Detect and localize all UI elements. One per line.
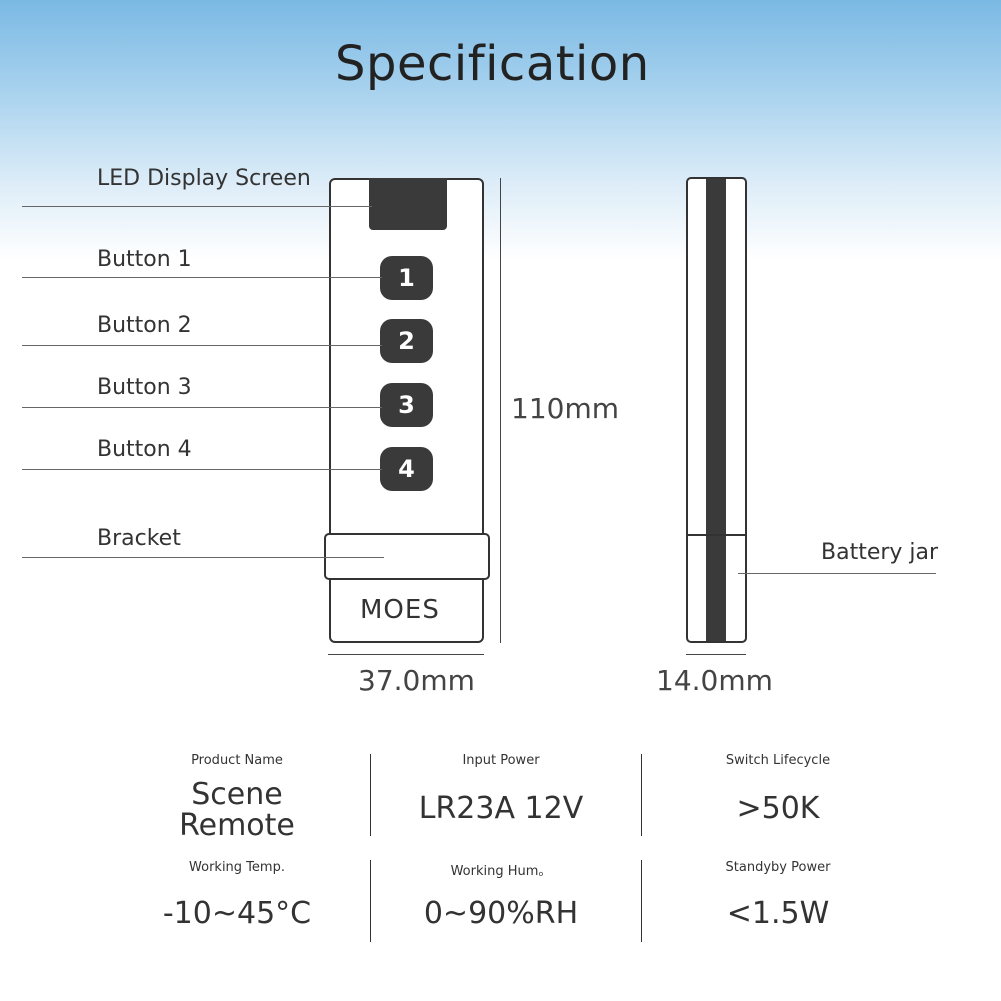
- callout-line-button-2: [22, 345, 382, 346]
- remote-button-2: 2: [380, 319, 433, 363]
- spec-value-product-name-line1: Scene: [191, 777, 283, 812]
- callout-line-battery-jar: [738, 573, 936, 574]
- spec-label-working-hum: Working Hum。: [450, 864, 552, 879]
- depth-dimension: 14.0mm: [656, 664, 773, 697]
- spec-label-working-temp: Working Temp.: [189, 860, 285, 875]
- spec-separator: [370, 860, 371, 942]
- label-button-1: Button 1: [97, 247, 192, 272]
- moes-logo: MOES: [360, 595, 440, 625]
- label-led-display-screen: LED Display Screen: [97, 166, 311, 191]
- callout-line-button-1: [22, 277, 382, 278]
- spec-separator: [641, 754, 642, 836]
- spec-label-standby-power: Standyby Power: [725, 860, 831, 875]
- label-button-2: Button 2: [97, 313, 192, 338]
- width-dimension: 37.0mm: [358, 664, 475, 697]
- depth-dimension-line: [686, 654, 746, 655]
- height-dimension-line: [500, 178, 501, 643]
- label-button-3: Button 3: [97, 375, 192, 400]
- label-battery-jar: Battery jar: [821, 540, 939, 565]
- callout-line-bracket: [22, 557, 384, 558]
- remote-button-4: 4: [380, 447, 433, 491]
- spec-label-product-name: Product Name: [191, 753, 283, 768]
- callout-line-button-4: [22, 469, 382, 470]
- height-dimension: 110mm: [511, 392, 619, 425]
- spec-value-product-name-line2: Remote: [179, 808, 295, 843]
- spec-separator: [641, 860, 642, 942]
- svg-text:MOES: MOES: [360, 595, 440, 625]
- label-bracket: Bracket: [97, 526, 181, 551]
- remote-side-view: [686, 177, 747, 643]
- spec-label-input-power: Input Power: [462, 753, 540, 768]
- spec-value-working-hum: 0~90%RH: [423, 896, 579, 931]
- remote-button-3: 3: [380, 383, 433, 427]
- spec-value-input-power: LR23A 12V: [418, 791, 584, 826]
- spec-label-switch-lifecycle: Switch Lifecycle: [725, 753, 831, 768]
- spec-value-working-temp: -10~45°C: [162, 896, 312, 931]
- label-button-4: Button 4: [97, 437, 192, 462]
- spec-separator: [370, 754, 371, 836]
- side-dark-strip: [706, 179, 726, 641]
- callout-line-button-3: [22, 407, 382, 408]
- callout-line-led: [22, 206, 372, 207]
- battery-jar-divider: [688, 534, 745, 536]
- page-title: Specification: [335, 36, 650, 92]
- spec-value-switch-lifecycle: >50K: [736, 791, 820, 826]
- remote-button-1: 1: [380, 256, 433, 300]
- spec-value-standby-power: <1.5W: [726, 896, 830, 931]
- bracket: [324, 533, 490, 580]
- width-dimension-line: [328, 654, 484, 655]
- led-display-screen: [369, 178, 447, 230]
